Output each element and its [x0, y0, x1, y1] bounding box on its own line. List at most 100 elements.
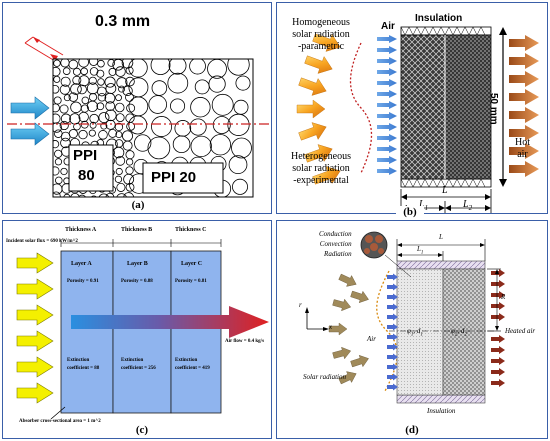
foam-pore [172, 135, 191, 154]
foam-pore [123, 173, 135, 185]
foam-pore [53, 140, 60, 149]
foam-pore [53, 122, 62, 133]
foam-pore [207, 59, 227, 79]
foam-pore [80, 67, 88, 76]
foam-pore [105, 101, 116, 112]
incident-flux-arrow [16, 252, 54, 274]
r-axis-label: r [299, 301, 302, 309]
layer-c-label: Layer C [181, 261, 203, 267]
thickness-a-label: Thickness A [65, 227, 97, 233]
foam-pore [63, 94, 71, 102]
panel-b-figure [296, 26, 539, 213]
panel-c-figure [16, 239, 269, 420]
foam-pore [115, 113, 125, 122]
foam-pore [60, 76, 71, 87]
thickness-b-label: Thickness B [121, 227, 153, 233]
ppi-right-label: PPI 20 [151, 169, 196, 186]
air-inflow-arrow [377, 46, 397, 54]
phi2-sub: 2 [454, 332, 458, 338]
solar-arrow [312, 166, 341, 185]
heterogeneous-line-2: solar radiation [292, 163, 350, 174]
d1: , d [413, 327, 421, 335]
foam-pore [80, 120, 89, 129]
air-inflow-arrow [377, 57, 397, 65]
hot-air-arrow [509, 71, 539, 87]
foam-pore [114, 122, 124, 132]
heated-air-arrow [491, 357, 505, 365]
absorber-label: Absorber cross-sectional area = 1 m^2 [19, 419, 101, 424]
solar-radiation-arrow [328, 322, 348, 336]
heated-air-arrow [491, 368, 505, 376]
legend-conduction: Conduction [319, 230, 352, 238]
heated-air-arrow [491, 302, 505, 310]
foam-pore [59, 84, 70, 95]
porosity-a: Porosity = 0.91 [67, 279, 99, 284]
foam-pore [98, 193, 110, 197]
foam-pore [114, 175, 123, 183]
solar-arrow [296, 99, 326, 119]
solar-radiation-arrow [332, 298, 352, 312]
foam-pore [105, 119, 116, 130]
foam-pore [122, 85, 133, 96]
r-label: R [501, 293, 506, 301]
air-inflow-arrow [377, 101, 397, 109]
phi1: φ [407, 327, 411, 335]
foam-pore [190, 97, 211, 118]
air-inlet-arrow [387, 323, 398, 331]
foam-pore [115, 94, 122, 102]
foam-pore [53, 166, 60, 176]
extinction-b-line-1: Extinction [121, 358, 144, 363]
extinction-c-line-1: Extinction [175, 358, 198, 363]
air-inlet-arrow [387, 333, 398, 341]
foam-pore [167, 72, 189, 94]
solar-radiation-arrow [338, 273, 357, 287]
layer-2-props: φ2, d2 [451, 327, 467, 337]
l-total-label: L [442, 185, 448, 196]
foam-pore [228, 155, 248, 175]
foam-pore [125, 76, 135, 87]
foam-pore [53, 75, 61, 83]
panel-d: Conduction Convection Radiation L L1 R r… [276, 220, 548, 439]
foam-pore [118, 85, 126, 93]
layer-b-label: Layer B [127, 261, 148, 267]
extinction-c-line-2: coefficient = 419 [175, 366, 210, 371]
heterogeneous-line-3: -experimental [293, 175, 349, 186]
l2-sub: 2 [468, 204, 473, 212]
air-inflow-arrow [377, 90, 397, 98]
foam-pore [105, 192, 115, 197]
heterogeneous-label: Heterogeneous solar radiation -experimen… [281, 151, 361, 187]
air-inflow-arrow [377, 79, 397, 87]
foam-pore [108, 129, 118, 138]
foam-pore [134, 134, 152, 152]
foam-pore [78, 59, 89, 68]
foam-pore [86, 100, 99, 112]
foam-pore [70, 83, 82, 95]
foam-pore [53, 85, 60, 94]
foam-pore [211, 93, 234, 116]
foam-pore [128, 59, 148, 78]
foam-pore [115, 167, 123, 176]
l1-letter-d: L [417, 245, 421, 253]
heat-transfer-legend: Conduction Convection Radiation [319, 229, 352, 259]
foam-pore [63, 193, 71, 197]
extinction-a: Extinction coefficient = 88 [67, 357, 99, 373]
heated-air-arrow [491, 291, 505, 299]
foam-pore [148, 95, 168, 114]
air-inlet-arrow [387, 293, 398, 301]
panel-b: Homogeneous solar radiation -parametric … [276, 2, 548, 214]
heterogeneous-line-1: Heterogeneous [291, 151, 351, 162]
foam-pore [227, 59, 250, 76]
height-label: 50 mm [488, 93, 499, 125]
porosity-b: Porosity = 0.88 [121, 279, 153, 284]
solar-flux-label: Incident solar flux = 690 kW/m^2 [6, 239, 78, 244]
foam-pore [78, 194, 86, 197]
air-inflow-arrow [377, 35, 397, 43]
porosity-c: Porosity = 0.81 [175, 279, 207, 284]
solar-arrow [298, 77, 327, 96]
hot-air-arrow [509, 125, 539, 141]
air-inflow-arrow [377, 145, 397, 153]
foam-pore [72, 75, 82, 85]
air-inflow-arrow [377, 68, 397, 76]
foam-pore [189, 118, 207, 136]
ppi-left-word: PPI [73, 147, 98, 164]
